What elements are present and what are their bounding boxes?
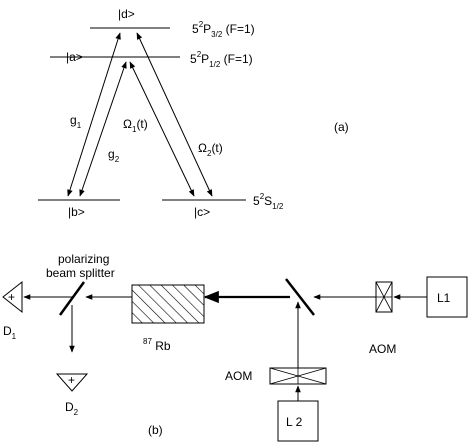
- level-c-ket: |c>: [194, 205, 210, 219]
- aom-right: [375, 281, 393, 313]
- level-b-ket: |b>: [68, 205, 85, 219]
- g2-arrow: [79, 61, 127, 197]
- detector-d2: [55, 373, 89, 392]
- aom-right-label: AOM: [369, 342, 396, 356]
- detector-d1-symbol: +: [8, 290, 15, 304]
- combining-mirror: [285, 278, 315, 316]
- aom-lower-label: AOM: [225, 369, 252, 383]
- panel-a-label: (a): [334, 120, 349, 134]
- rb-cell: [131, 284, 205, 324]
- detector-d1-label: D1: [3, 324, 17, 341]
- level-c-state: 52S1/2: [253, 192, 284, 211]
- g2-label: g2: [108, 147, 120, 164]
- level-a-state: 52P1/2 (F=1): [190, 50, 253, 69]
- pbs-label-line1: polarizing: [58, 252, 109, 266]
- detector-d1: [2, 280, 23, 314]
- detector-d2-label: D2: [65, 400, 79, 417]
- omega2-label: Ω2(t): [198, 141, 223, 158]
- omega1-label: Ω1(t): [123, 117, 148, 134]
- detector-d2-symbol: +: [68, 373, 75, 387]
- panel-a: |d> |a> |b> |c> 52P3/2 (F=1) 52P1/2 (F=1…: [38, 7, 349, 219]
- panel-b: L1 AOM L 2 AOM: [2, 252, 468, 442]
- polarizing-beam-splitter: [58, 281, 86, 316]
- level-d-state: 52P3/2 (F=1): [192, 20, 255, 39]
- level-d-ket: |d>: [118, 7, 135, 21]
- pbs-label-line2: beam splitter: [46, 266, 115, 280]
- rb-cell-label: 87 Rb: [143, 337, 171, 353]
- g1-label: g1: [70, 113, 82, 130]
- aom-lower: [269, 367, 327, 385]
- level-a-ket: |a>: [66, 50, 83, 64]
- laser-l1-label: L1: [437, 291, 451, 305]
- laser-l2-label: L 2: [286, 415, 303, 429]
- panel-b-label: (b): [148, 423, 163, 437]
- omega2-arrow: [136, 32, 213, 197]
